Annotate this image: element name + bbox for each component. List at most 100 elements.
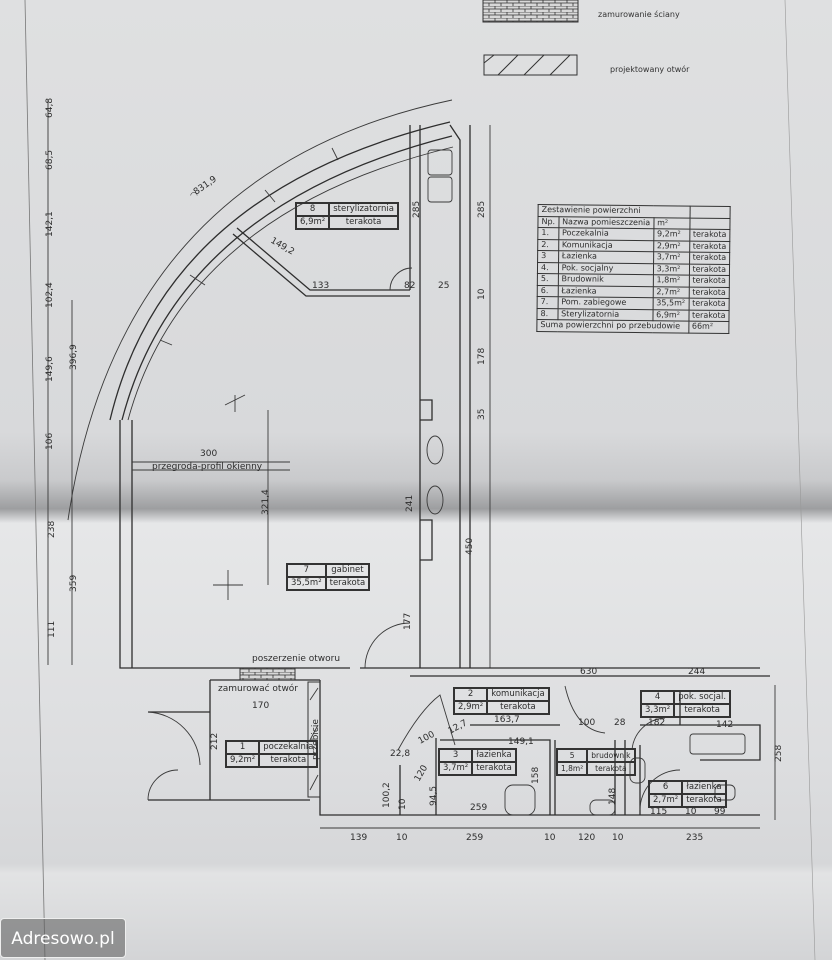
room-name: sterylizatornia [329, 203, 398, 216]
gabinet-walls [119, 420, 410, 669]
cell-area: 9,2m² [653, 228, 690, 241]
room-area: 2,9m² [454, 701, 488, 714]
dim: 12,7 [447, 718, 469, 736]
cell-no: 5. [537, 273, 559, 286]
room-material: terakota [682, 794, 726, 807]
cell-area: 1,8m² [653, 274, 689, 287]
cell-no: 2. [537, 238, 559, 251]
dim: 120 [413, 763, 430, 783]
room-number: 6 [649, 781, 683, 794]
dim: 94,5 [429, 786, 439, 806]
dim: 10 [685, 807, 697, 817]
cell-material: terakota [688, 286, 730, 299]
dim: 321,4 [261, 489, 271, 515]
room-number: 7 [287, 564, 326, 577]
room-area: 35,5m² [287, 577, 326, 590]
partition-annotation: przegroda-profil okienny [152, 462, 263, 472]
cell-no: 1. [537, 227, 559, 240]
cell-name: Komunikacja [558, 239, 654, 252]
room-number: 1 [226, 741, 260, 754]
room-number: 3 [439, 749, 473, 762]
dim: 100 [417, 730, 437, 747]
dim: 10 [477, 288, 487, 300]
cell-area: 2,9m² [653, 240, 690, 253]
dim: 300 [200, 449, 217, 459]
dim: 111 [47, 621, 57, 638]
dim: 182 [648, 718, 665, 728]
empty-cell [689, 206, 731, 219]
dim: 100,2 [382, 782, 392, 808]
dim: 259 [466, 833, 483, 843]
cell-name: Pok. socjalny [558, 262, 654, 275]
cell-area: 6,9m² [652, 309, 689, 322]
dim: 158 [531, 767, 541, 784]
curved-wall-inner [121, 135, 453, 421]
cell-no: 6. [537, 284, 558, 297]
corridor-niche [420, 399, 433, 561]
dim: 10 [544, 833, 556, 843]
dim: 359 [69, 575, 79, 592]
toilet-icon [589, 799, 616, 816]
cell-area: 2,7m² [652, 286, 689, 299]
dim: 241 [405, 495, 415, 512]
legend-hatch-label: projektowany otwór [610, 65, 690, 74]
dim: 142 [716, 720, 733, 730]
bricked-opening [239, 667, 296, 681]
hatch-legend-swatch [483, 54, 578, 76]
cell-name: Łazienka [558, 250, 654, 264]
room-material: terakota [325, 577, 370, 590]
dim: 82 [404, 281, 415, 291]
dim: 99 [714, 807, 726, 817]
entrance-door-swing [147, 711, 201, 801]
dim: 25 [438, 281, 449, 291]
table-total-row: Suma powierzchni po przebudowie 66m² [536, 319, 729, 334]
dim: 139 [350, 833, 367, 843]
room-area: 2,7m² [649, 794, 683, 807]
room-area: 6,9m² [296, 216, 330, 229]
dim: 258 [774, 745, 784, 762]
room-material: terakota [587, 762, 635, 775]
cell-name: Sterylizatornia [557, 308, 653, 321]
dim: 244 [688, 667, 705, 677]
dim: 149,2 [269, 236, 296, 258]
brick-legend-swatch [482, 0, 579, 23]
sink-icon [427, 149, 453, 176]
breakthrough-opening [307, 681, 321, 798]
dim: 10 [612, 833, 624, 843]
door-swing [397, 694, 456, 751]
room-number: 8 [296, 203, 330, 216]
dim: 235 [686, 833, 703, 843]
dimension-lines [47, 100, 776, 829]
dim: 22,8 [390, 749, 410, 759]
window-partition [132, 461, 290, 471]
room-number: 2 [454, 688, 488, 701]
dim: 396,9 [69, 344, 79, 370]
dim: 177 [403, 613, 413, 630]
room-area: 3,7m² [439, 762, 473, 775]
cell-material: terakota [688, 298, 730, 311]
cell-name: Łazienka [557, 285, 654, 298]
cell-no: 4. [537, 261, 559, 274]
cell-name: Brudownik [557, 273, 654, 287]
dim: 100 [578, 718, 595, 728]
dim: 285 [477, 201, 487, 218]
dim: 212 [210, 733, 220, 750]
dim: 149,1 [508, 737, 534, 747]
washbasin-icon [426, 485, 444, 515]
sink-icon [427, 176, 453, 203]
widening-annotation: poszerzenie otworu [252, 654, 340, 664]
room-name: pok. socjal. [674, 691, 731, 704]
brick-up-annotation: zamurować otwór [218, 683, 298, 694]
room-material: terakota [674, 704, 731, 717]
header-no: Np. [537, 215, 559, 228]
cell-area: 35,5m² [652, 297, 689, 310]
dim: 28 [614, 718, 626, 728]
cell-material: terakota [688, 275, 730, 288]
room-name: łazienka [682, 781, 726, 794]
dim: 285 [412, 201, 422, 218]
